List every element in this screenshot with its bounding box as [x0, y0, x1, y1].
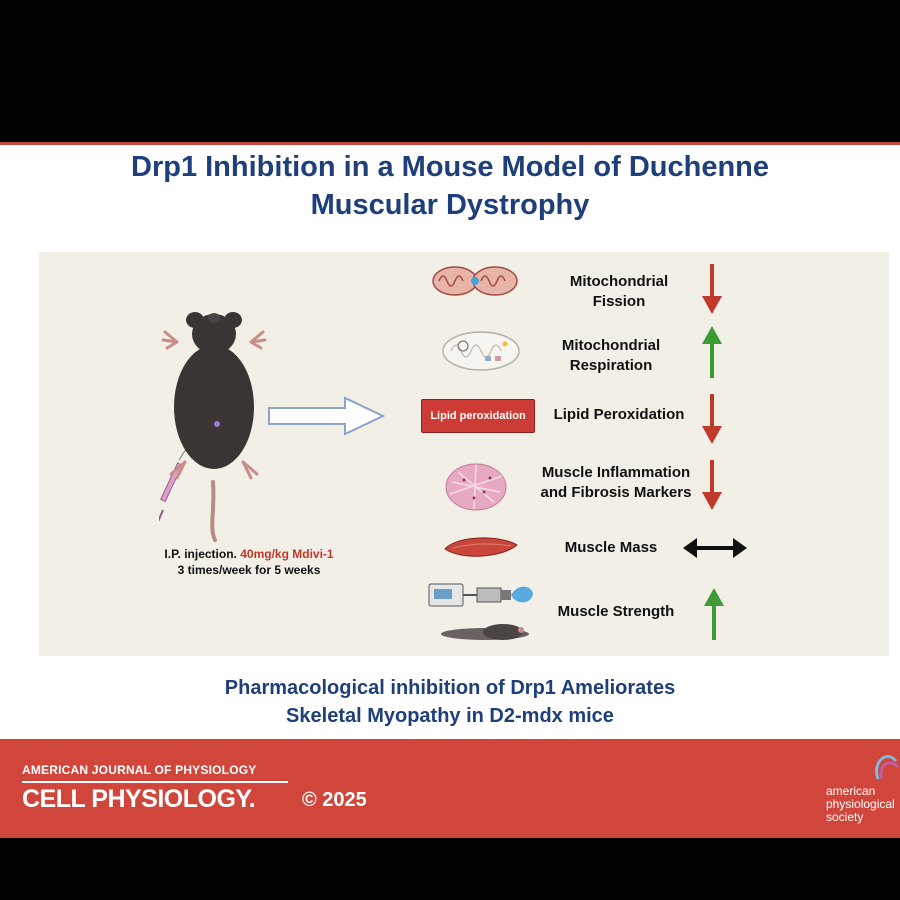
lipid-peroxidation-box: Lipid peroxidation — [421, 399, 535, 433]
label-mitochondrial-fission: Mitochondrial Fission — [569, 273, 669, 310]
label-lipid-peroxidation: Lipid Peroxidation — [553, 406, 685, 423]
page-title: Drp1 Inhibition in a Mouse Model of Duch… — [60, 148, 840, 224]
right-arrow-icon — [268, 396, 386, 436]
label-muscle-mass: Muscle Mass — [564, 539, 658, 556]
grip-strength-device-icon — [428, 583, 533, 640]
down-arrow-icon — [702, 394, 722, 444]
aps-logo-icon — [875, 755, 900, 780]
muscle-icon — [444, 537, 518, 557]
aps-society-name: american physiological society — [826, 784, 895, 824]
mitochondria-fission-icon — [432, 266, 518, 296]
mitochondria-respiration-icon — [442, 331, 520, 371]
top-divider — [0, 142, 900, 145]
label-muscle-strength: Muscle Strength — [557, 603, 675, 620]
diagram-panel: I.P. injection. 40mg/kg Mdivi-1 3 times/… — [39, 252, 889, 656]
title-line-1: Drp1 Inhibition in a Mouse Model of Duch… — [131, 151, 769, 183]
double-arrow-icon — [683, 538, 747, 558]
graphical-abstract: Drp1 Inhibition in a Mouse Model of Duch… — [0, 142, 900, 838]
journal-divider — [22, 781, 288, 783]
title-line-2: Muscular Dystrophy — [310, 189, 590, 221]
conclusion-line-2: Skeletal Myopathy in D2-mdx mice — [286, 705, 614, 727]
injection-prefix: I.P. injection. — [164, 547, 237, 561]
journal-name: CELL PHYSIOLOGY. — [22, 785, 256, 813]
mouse-icon — [159, 312, 267, 542]
label-muscle-inflammation: Muscle Inflammation and Fibrosis Markers — [540, 464, 692, 501]
up-arrow-icon — [704, 588, 724, 640]
injection-dose: 40mg/kg Mdivi-1 — [240, 547, 334, 561]
copyright-year: © 2025 — [302, 789, 367, 811]
injection-schedule: 3 times/week for 5 weeks — [177, 563, 321, 577]
conclusion-text: Pharmacological inhibition of Drp1 Ameli… — [100, 674, 800, 730]
journal-footer: AMERICAN JOURNAL OF PHYSIOLOGY CELL PHYS… — [0, 739, 900, 838]
journal-series-name: AMERICAN JOURNAL OF PHYSIOLOGY — [22, 763, 257, 777]
injection-protocol: I.P. injection. 40mg/kg Mdivi-1 3 times/… — [119, 546, 379, 578]
conclusion-line-1: Pharmacological inhibition of Drp1 Ameli… — [224, 677, 676, 699]
down-arrow-icon — [702, 460, 722, 510]
down-arrow-icon — [702, 264, 722, 314]
up-arrow-icon — [702, 326, 722, 378]
label-mitochondrial-respiration: Mitochondrial Respiration — [561, 337, 661, 374]
muscle-histology-icon — [445, 463, 507, 511]
